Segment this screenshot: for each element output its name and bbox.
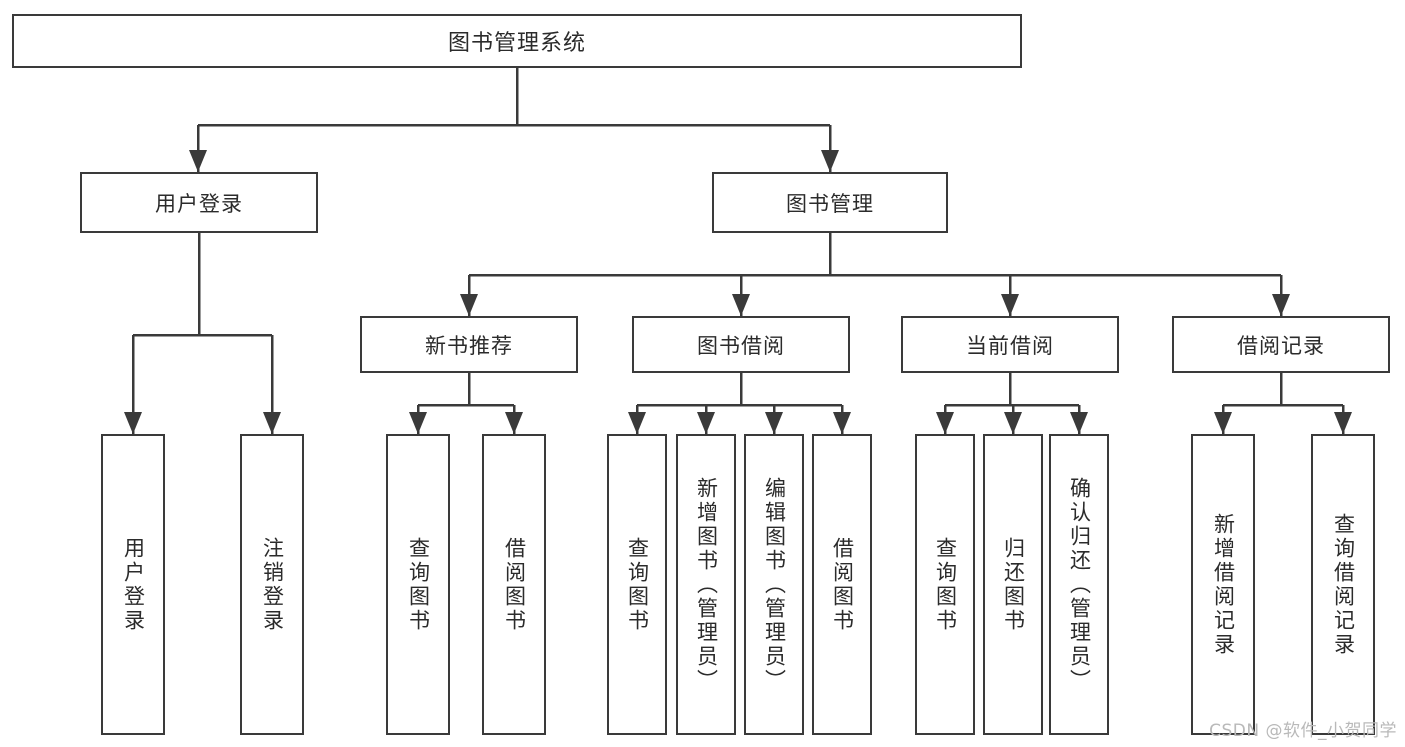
node-leaf-user-login[interactable]: 用户登录 (101, 434, 165, 735)
node-leaf-borrow-book[interactable]: 借阅图书 (812, 434, 872, 735)
node-label: 新增借阅记录 (1211, 512, 1236, 657)
node-book-management[interactable]: 图书管理 (712, 172, 948, 233)
node-label: 确认归还（管理员） (1067, 476, 1092, 693)
bus-book-management-arrowhead-0 (460, 294, 478, 316)
node-label: 图书借阅 (697, 333, 785, 358)
bus-root-arrowhead-0 (189, 150, 207, 172)
node-label: 当前借阅 (966, 333, 1054, 358)
node-label: 编辑图书（管理员） (762, 476, 787, 693)
watermark-label: CSDN @软件_小贺同学 (1209, 721, 1397, 741)
bus-borrow-record-arrowhead-1 (1334, 412, 1352, 434)
node-label: 图书管理 (786, 191, 874, 216)
node-leaf-edit-book[interactable]: 编辑图书（管理员） (744, 434, 804, 735)
bus-new-book-arrowhead-1 (505, 412, 523, 434)
node-leaf-query-book-borrow[interactable]: 查询图书 (607, 434, 667, 735)
node-leaf-logout[interactable]: 注销登录 (240, 434, 304, 735)
bus-root-arrowhead-1 (821, 150, 839, 172)
bus-current-borrow-arrowhead-0 (936, 412, 954, 434)
node-label: 查询图书 (406, 536, 431, 633)
node-leaf-add-borrow-record[interactable]: 新增借阅记录 (1191, 434, 1255, 735)
node-label: 用户登录 (121, 536, 146, 633)
node-leaf-add-book[interactable]: 新增图书（管理员） (676, 434, 736, 735)
bus-new-book-arrowhead-0 (409, 412, 427, 434)
bus-book-borrow-arrowhead-3 (833, 412, 851, 434)
bus-user-login-arrowhead-1 (263, 412, 281, 434)
node-new-book-recommend[interactable]: 新书推荐 (360, 316, 578, 373)
node-user-login[interactable]: 用户登录 (80, 172, 318, 233)
node-leaf-query-book-current[interactable]: 查询图书 (915, 434, 975, 735)
bus-book-management-arrowhead-1 (732, 294, 750, 316)
node-leaf-query-book-recommend[interactable]: 查询图书 (386, 434, 450, 735)
node-label: 查询图书 (933, 536, 958, 633)
node-label: 借阅记录 (1237, 333, 1325, 358)
bus-book-borrow-arrowhead-1 (697, 412, 715, 434)
bus-book-management-arrowhead-3 (1272, 294, 1290, 316)
bus-book-management-arrowhead-2 (1001, 294, 1019, 316)
node-label: 归还图书 (1001, 536, 1026, 633)
node-book-borrow[interactable]: 图书借阅 (632, 316, 850, 373)
node-leaf-return-book[interactable]: 归还图书 (983, 434, 1043, 735)
node-label: 注销登录 (260, 536, 285, 633)
node-borrow-record[interactable]: 借阅记录 (1172, 316, 1390, 373)
node-label: 查询图书 (625, 536, 650, 633)
bus-borrow-record-arrowhead-0 (1214, 412, 1232, 434)
node-leaf-borrow-book-recommend[interactable]: 借阅图书 (482, 434, 546, 735)
bus-current-borrow-arrowhead-1 (1004, 412, 1022, 434)
bus-book-borrow-arrowhead-0 (628, 412, 646, 434)
node-current-borrow[interactable]: 当前借阅 (901, 316, 1119, 373)
bus-current-borrow-arrowhead-2 (1070, 412, 1088, 434)
node-label: 图书管理系统 (447, 31, 586, 56)
node-label: 查询借阅记录 (1331, 512, 1356, 657)
node-leaf-confirm-return[interactable]: 确认归还（管理员） (1049, 434, 1109, 735)
node-label: 新书推荐 (425, 333, 513, 358)
node-label: 借阅图书 (502, 536, 527, 633)
node-leaf-query-borrow-record[interactable]: 查询借阅记录 (1311, 434, 1375, 735)
bus-user-login-arrowhead-0 (124, 412, 142, 434)
bus-book-borrow-arrowhead-2 (765, 412, 783, 434)
node-label: 用户登录 (155, 191, 243, 216)
node-root[interactable]: 图书管理系统 (12, 14, 1022, 68)
node-label: 新增图书（管理员） (694, 476, 719, 693)
node-label: 借阅图书 (830, 536, 855, 633)
